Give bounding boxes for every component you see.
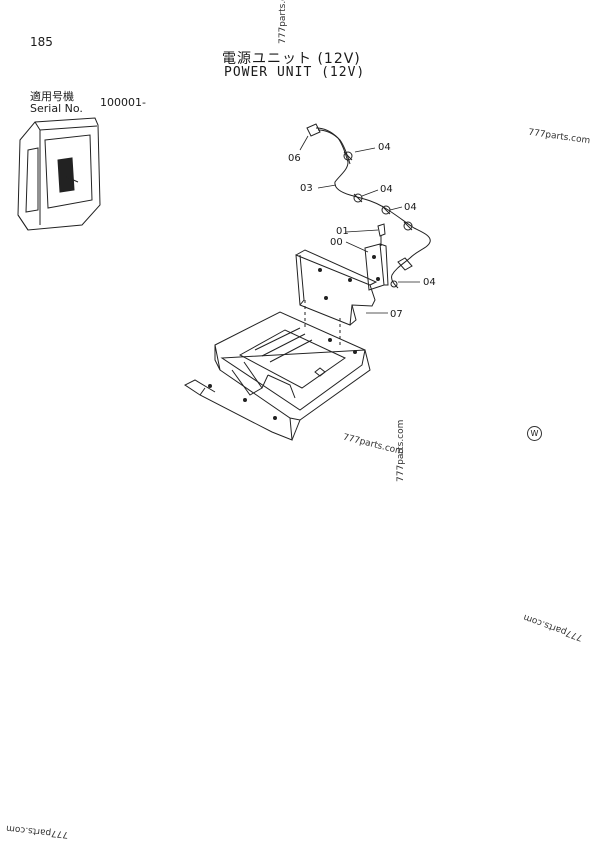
serial-label-japanese: 適用号機 <box>30 90 74 103</box>
callout-03: 03 <box>300 183 313 194</box>
leader-lines <box>299 135 420 314</box>
callout-00: 00 <box>330 237 343 248</box>
page-number: 185 <box>30 35 53 49</box>
floor-plate <box>184 311 371 441</box>
mounting-plate <box>364 223 389 291</box>
callout-01: 01 <box>336 226 349 237</box>
wire-harness <box>306 123 431 289</box>
serial-label-english: Serial No. <box>30 102 83 115</box>
callout-07: 07 <box>390 309 403 320</box>
cab-thumbnail-icon <box>17 117 101 231</box>
w-symbol-icon: W <box>527 426 542 441</box>
callout-04: 04 <box>378 142 391 153</box>
bracket <box>295 249 378 345</box>
callout-04: 04 <box>423 277 436 288</box>
watermark: 777parts.com <box>396 419 406 482</box>
title-english: POWER UNIT (12V) <box>224 65 366 80</box>
title-japanese: 電源ユニット (12V) <box>222 51 361 67</box>
watermark: 777parts.com <box>278 0 288 44</box>
serial-number-range: 100001- <box>100 96 146 109</box>
callout-06: 06 <box>288 153 301 164</box>
callout-04: 04 <box>404 202 417 213</box>
callout-04: 04 <box>380 184 393 195</box>
